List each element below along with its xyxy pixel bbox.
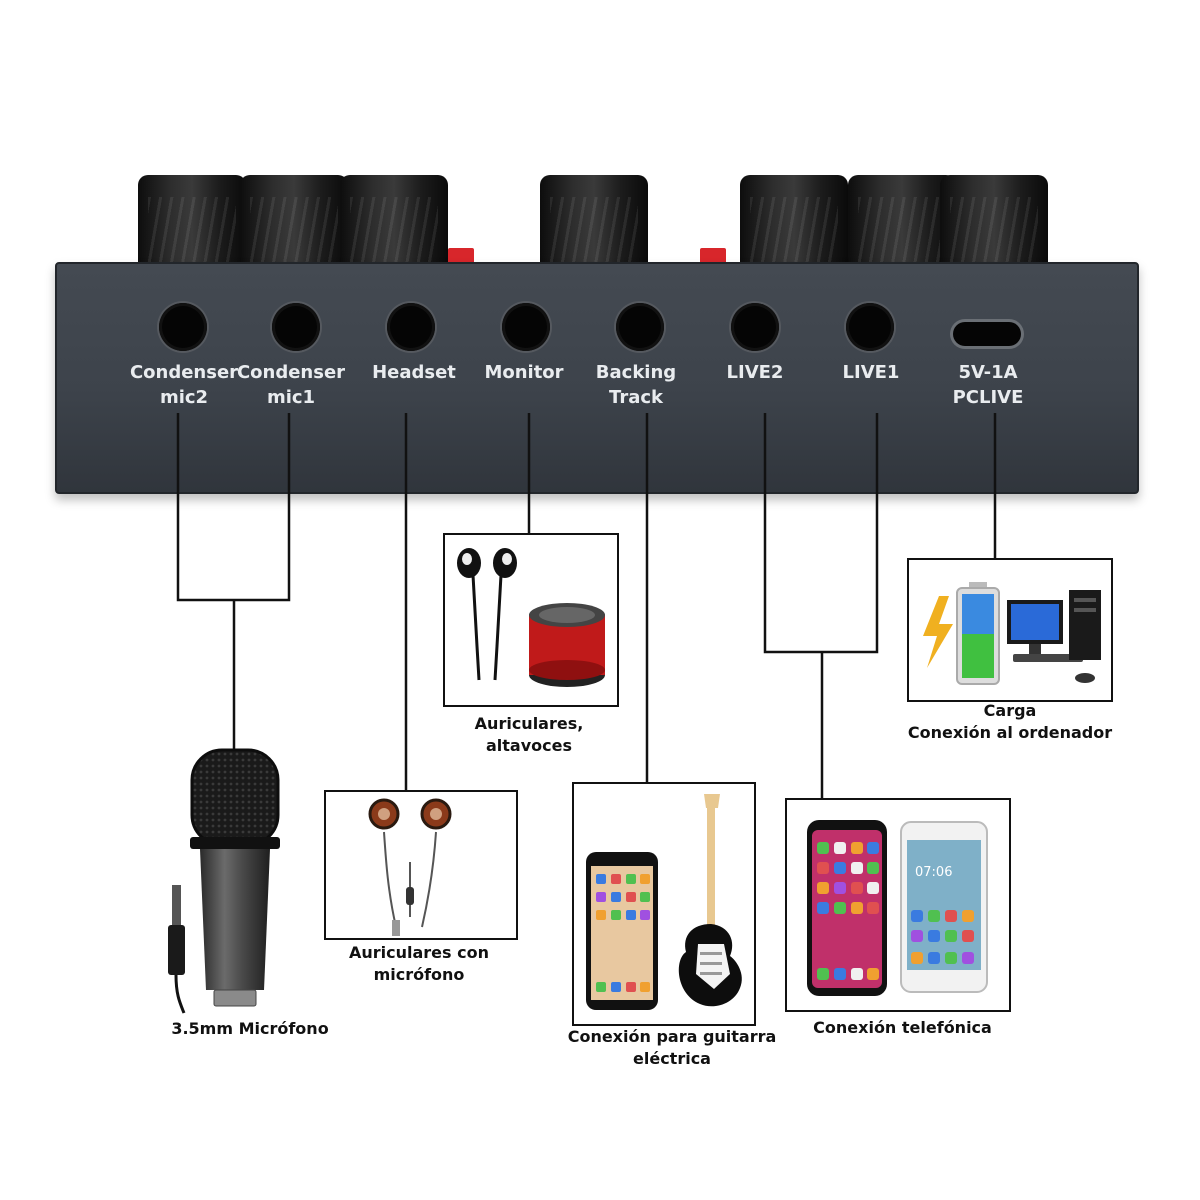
callout-box-monitor xyxy=(443,533,619,707)
device-rear-panel xyxy=(55,262,1139,494)
port-label-line: mic2 xyxy=(159,387,209,408)
smartphones-icon: 07:06 xyxy=(807,820,988,996)
caption-line: micrófono xyxy=(373,965,465,984)
caption-line: altavoces xyxy=(485,736,572,755)
port-label-line: PCLIVE xyxy=(952,387,1024,408)
port-live2[interactable] xyxy=(731,303,779,351)
port-live1[interactable] xyxy=(846,303,894,351)
port-label-line: Condenser xyxy=(236,362,346,383)
port-label-headset: Headset xyxy=(354,360,474,385)
condenser-microphone-icon xyxy=(168,748,280,1014)
knob[interactable] xyxy=(240,175,348,275)
knob[interactable] xyxy=(848,175,956,275)
caption-microphone: 3.5mm Micrófono xyxy=(130,1018,370,1040)
port-label-line: Backing xyxy=(595,362,677,383)
port-label-monitor: Monitor xyxy=(464,360,584,385)
port-condenser-mic1[interactable] xyxy=(272,303,320,351)
port-label-line: LIVE1 xyxy=(842,362,900,383)
port-label-condenser-mic2: Condenser mic2 xyxy=(124,360,244,410)
port-monitor[interactable] xyxy=(502,303,550,351)
caption-computer: Carga Conexión al ordenador xyxy=(880,700,1140,744)
connector-live-pair xyxy=(763,413,879,654)
caption-line: Conexión al ordenador xyxy=(907,723,1113,742)
port-label-line: mic1 xyxy=(266,387,316,408)
port-label-line: Monitor xyxy=(484,362,564,383)
caption-line: eléctrica xyxy=(633,1049,711,1068)
knob[interactable] xyxy=(540,175,648,275)
caption-monitor: Auriculares, altavoces xyxy=(443,713,615,757)
port-label-line: Headset xyxy=(372,362,456,383)
port-label-backing-track: Backing Track xyxy=(576,360,696,410)
port-backing-track[interactable] xyxy=(616,303,664,351)
knob[interactable] xyxy=(340,175,448,275)
port-label-line: Track xyxy=(609,387,663,408)
battery-and-computer-icon xyxy=(923,582,1101,685)
port-label-line: 5V-1A xyxy=(958,362,1018,383)
phone-and-electric-guitar-icon xyxy=(586,794,742,1010)
knob[interactable] xyxy=(138,175,246,275)
caption-line: Conexión para guitarra xyxy=(567,1027,777,1046)
knob[interactable] xyxy=(940,175,1048,275)
callout-box-phone: 07:06 xyxy=(785,798,1011,1012)
port-label-live1: LIVE1 xyxy=(811,360,931,385)
caption-line: 3.5mm Micrófono xyxy=(171,1019,329,1038)
port-label-live2: LIVE2 xyxy=(695,360,815,385)
caption-line: Auriculares, xyxy=(474,714,584,733)
port-label-condenser-mic1: Condenser mic1 xyxy=(231,360,351,410)
caption-guitar: Conexión para guitarra eléctrica xyxy=(540,1026,804,1070)
knob[interactable] xyxy=(740,175,848,275)
caption-headset: Auriculares con micrófono xyxy=(322,942,516,986)
port-condenser-mic2[interactable] xyxy=(159,303,207,351)
port-label-line: LIVE2 xyxy=(726,362,784,383)
port-label-line: Condenser xyxy=(129,362,239,383)
port-headset[interactable] xyxy=(387,303,435,351)
phone-clock-text: 07:06 xyxy=(915,865,952,880)
earphones-with-mic-icon xyxy=(368,798,452,936)
caption-line: Conexión telefónica xyxy=(813,1018,992,1037)
caption-line: Auriculares con xyxy=(348,943,489,962)
earphones-and-speaker-icon xyxy=(457,548,605,687)
port-label-usb-power: 5V-1A PCLIVE xyxy=(928,360,1048,410)
port-usb-power[interactable] xyxy=(953,322,1021,346)
caption-line: Carga xyxy=(983,701,1037,720)
callout-box-computer xyxy=(907,558,1113,702)
callout-box-headset xyxy=(324,790,518,940)
callout-box-guitar xyxy=(572,782,756,1026)
connector-mic-pair xyxy=(176,413,291,602)
caption-phone: Conexión telefónica xyxy=(785,1017,1020,1039)
